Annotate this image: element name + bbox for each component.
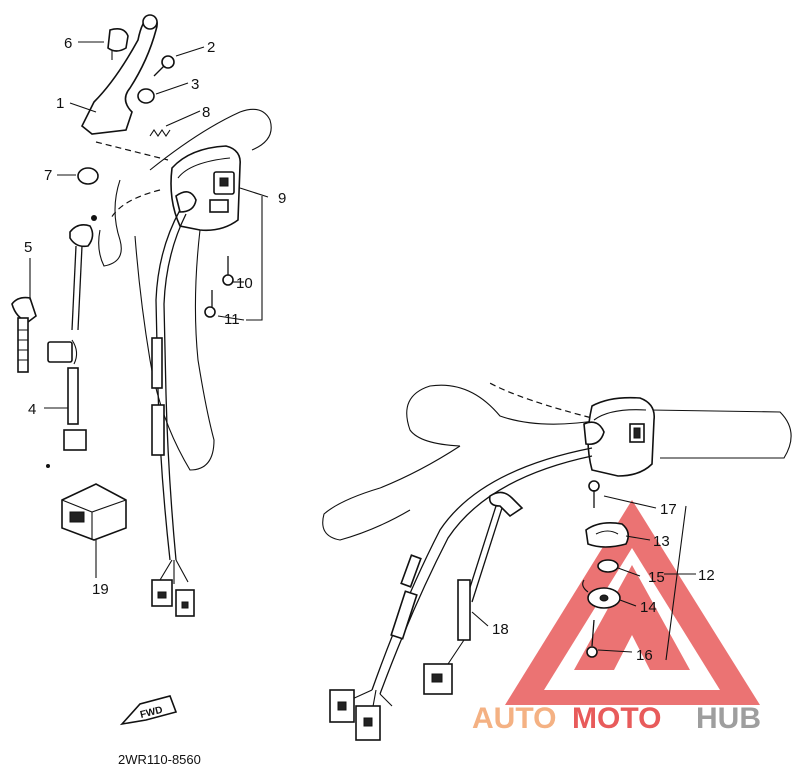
part-3-nut xyxy=(137,88,155,104)
watermark-word-moto: MOTO xyxy=(572,702,661,735)
left-switch-harness xyxy=(151,209,195,617)
part-6-knob xyxy=(107,28,129,60)
callout-19: 19 xyxy=(92,581,109,598)
part-11-screw xyxy=(204,290,216,318)
watermark-wordmark: AUTO MOTO HUB xyxy=(472,702,761,735)
callout-8: 8 xyxy=(202,104,210,121)
part-8-spring xyxy=(149,129,171,137)
callout-1: 1 xyxy=(56,95,64,112)
part-17-screw xyxy=(588,480,600,508)
callout-10: 10 xyxy=(236,275,253,292)
callout-18: 18 xyxy=(492,621,509,638)
callout-9: 9 xyxy=(278,190,286,207)
watermark-word-hub: HUB xyxy=(696,702,761,735)
part-2-screw xyxy=(153,55,175,77)
fwd-label: FWD xyxy=(139,705,164,721)
left-switch-housing xyxy=(170,145,242,232)
callout-15: 15 xyxy=(648,569,665,586)
callout-2: 2 xyxy=(207,39,215,56)
callout-16: 16 xyxy=(636,647,653,664)
clutch-lever xyxy=(80,14,158,135)
callout-3: 3 xyxy=(191,76,199,93)
dot-mark xyxy=(46,464,50,468)
watermark-word-auto: AUTO xyxy=(472,702,556,735)
callout-11: 11 xyxy=(224,311,240,328)
part-7-collar xyxy=(77,167,99,185)
left-handlebar xyxy=(95,108,272,471)
part-18-lead xyxy=(423,491,524,695)
callout-13: 13 xyxy=(653,533,670,550)
callout-labels: 6 2 3 8 1 7 9 10 11 5 4 19 17 13 15 12 1… xyxy=(24,35,715,664)
part-10-screw xyxy=(222,256,234,286)
watermark-logo xyxy=(505,500,760,705)
leader-lines xyxy=(29,41,696,661)
callout-6: 6 xyxy=(64,35,72,52)
part-16-screw xyxy=(586,619,598,658)
part-5-pin xyxy=(11,296,37,373)
watermark-triangle-mark xyxy=(574,565,690,670)
right-handlebar xyxy=(322,381,792,541)
part-14-clamp xyxy=(582,579,621,609)
fwd-arrow: FWD xyxy=(119,695,178,726)
callout-14: 14 xyxy=(640,599,657,616)
part-code: 2WR110-8560 xyxy=(118,752,201,767)
part-4-lead xyxy=(47,215,97,451)
callout-7: 7 xyxy=(44,167,52,184)
part-19-relay xyxy=(61,483,127,541)
right-switch-housing xyxy=(583,396,656,477)
callout-4: 4 xyxy=(28,401,36,418)
part-15-washer xyxy=(597,559,619,573)
part-13-clamp xyxy=(585,522,630,548)
callout-17: 17 xyxy=(660,501,677,518)
right-switch-harness xyxy=(329,447,593,741)
callout-5: 5 xyxy=(24,239,32,256)
callout-12: 12 xyxy=(698,567,715,584)
